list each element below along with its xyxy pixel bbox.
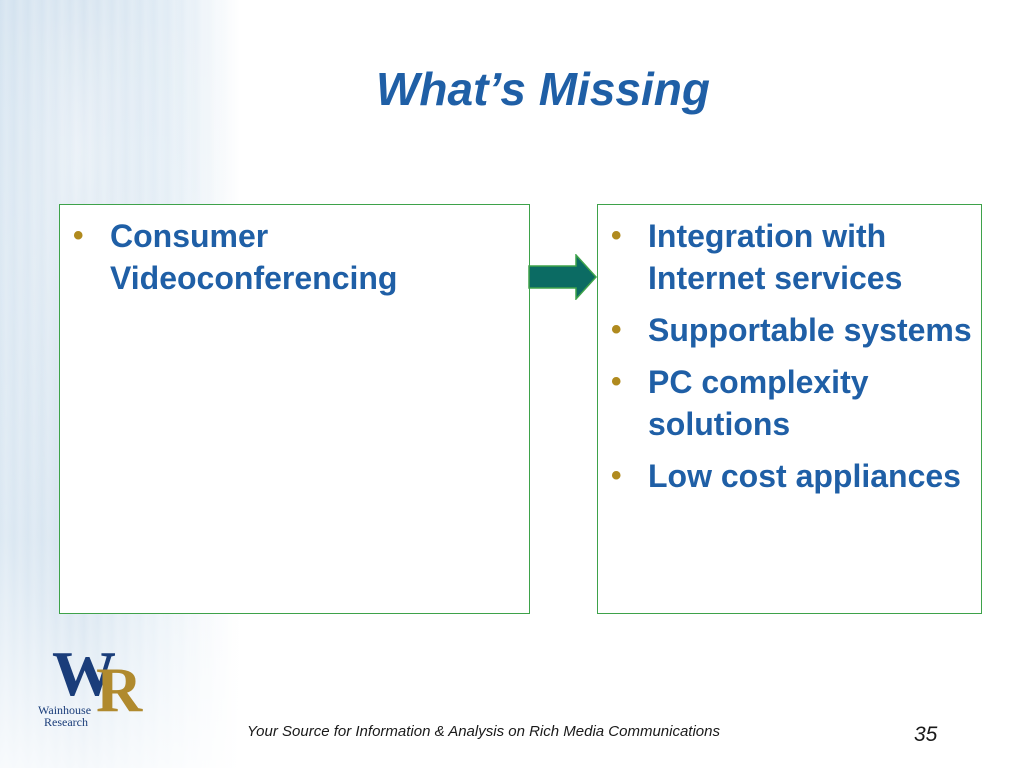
logo-name-line2: Research [44,715,88,729]
bullet-text: PC complexity solutions [648,364,869,442]
right-bullet-item: • Low cost appliances [598,455,981,497]
right-bullet-item: • PC complexity solutions [598,361,981,445]
bullet-text: Integration with Internet services [648,218,903,296]
bullet-text: Consumer Videoconferencing [110,218,398,296]
page-number: 35 [914,723,938,746]
logo-letter-w: W [52,638,116,709]
footer-tagline: Your Source for Information & Analysis o… [247,723,720,740]
logo-letter-r: R [96,654,143,725]
slide-title: What’s Missing [376,63,710,115]
logo-name-line1: Wainhouse [38,703,92,717]
right-arrow-icon [528,254,598,300]
bullet-text: Supportable systems [648,312,972,348]
right-bullet-item: • Supportable systems [598,309,981,351]
right-bullet-item: • Integration with Internet services [598,215,981,299]
bullet-dot-icon: • [611,459,622,492]
bullet-text: Low cost appliances [648,458,961,494]
left-bullet-list: • Consumer Videoconferencing [60,215,529,309]
left-bullet-item: • Consumer Videoconferencing [60,215,529,299]
right-content-box: • Integration with Internet services • S… [597,204,982,614]
right-bullet-list: • Integration with Internet services • S… [598,215,981,507]
wainhouse-research-logo: W R Wainhouse Research [38,642,158,732]
bullet-dot-icon: • [611,365,622,398]
bullet-dot-icon: • [611,313,622,346]
bullet-dot-icon: • [73,219,84,252]
left-content-box: • Consumer Videoconferencing [59,204,530,614]
bullet-dot-icon: • [611,219,622,252]
